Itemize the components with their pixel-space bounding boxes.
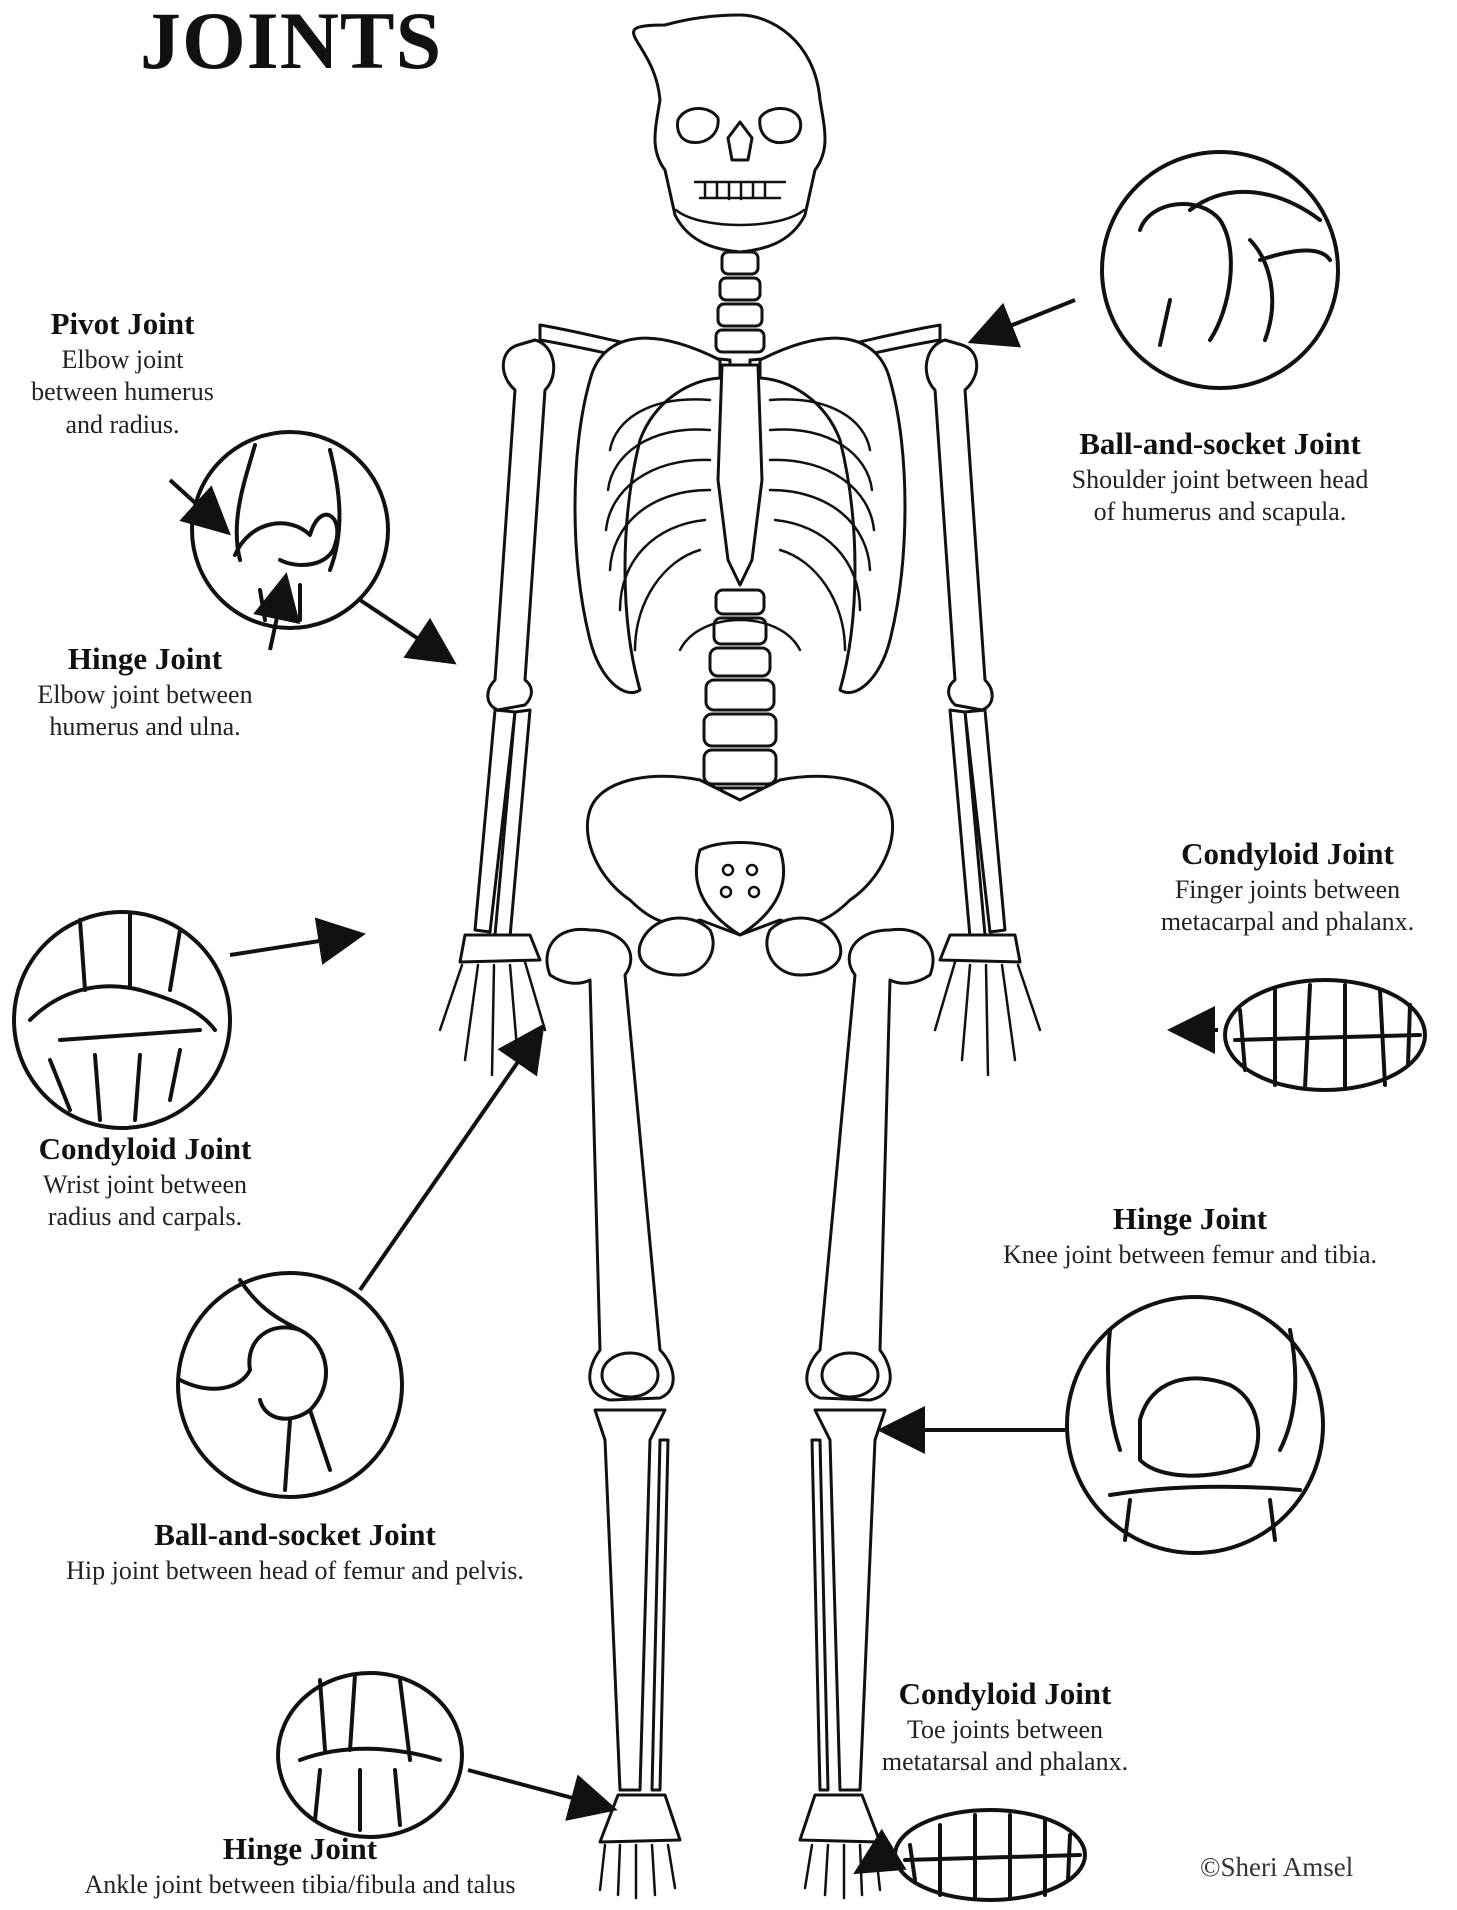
detail-wrist: [14, 912, 230, 1128]
label-title: Hinge Joint: [0, 640, 290, 679]
label-desc-1: Wrist joint between: [0, 1169, 290, 1202]
label-desc-2: metacarpal and phalanx.: [1120, 906, 1455, 939]
label-desc-2: between humerus: [0, 376, 245, 409]
label-title: Ball-and-socket Joint: [0, 1516, 590, 1555]
pelvis: [587, 776, 892, 975]
label-shoulder-ball-socket: Ball-and-socket Joint Shoulder joint bet…: [1020, 425, 1420, 529]
label-desc-1: Knee joint between femur and tibia.: [950, 1239, 1430, 1272]
label-desc-2: humerus and ulna.: [0, 711, 290, 744]
label-desc-1: Elbow joint: [0, 344, 245, 377]
label-desc-3: and radius.: [0, 409, 245, 442]
skull: [634, 15, 825, 252]
detail-elbow-pivot: [192, 432, 388, 628]
label-desc-1: Toe joints between: [840, 1714, 1170, 1747]
label-desc-1: Ankle joint between tibia/fibula and tal…: [10, 1869, 590, 1902]
label-desc-1: Finger joints between: [1120, 874, 1455, 907]
detail-hip: [178, 1273, 402, 1497]
label-desc-2: of humerus and scapula.: [1020, 496, 1420, 529]
label-desc-1: Elbow joint between: [0, 679, 290, 712]
label-title: Condyloid Joint: [1120, 835, 1455, 874]
label-finger-condyloid: Condyloid Joint Finger joints between me…: [1120, 835, 1455, 939]
skeleton: [440, 15, 1040, 1898]
detail-finger: [1225, 980, 1425, 1090]
label-desc-1: Shoulder joint between head: [1020, 464, 1420, 497]
copyright-credit: ©Sheri Amsel: [1200, 1852, 1353, 1883]
detail-toe: [895, 1810, 1085, 1900]
pointer-arrows: [170, 300, 1218, 1870]
detail-shoulder: [1102, 152, 1338, 388]
label-title: Pivot Joint: [0, 305, 245, 344]
label-desc-2: radius and carpals.: [0, 1201, 290, 1234]
label-hinge-elbow: Hinge Joint Elbow joint between humerus …: [0, 640, 290, 744]
label-toe-condyloid: Condyloid Joint Toe joints between metat…: [840, 1675, 1170, 1779]
label-title: Ball-and-socket Joint: [1020, 425, 1420, 464]
label-desc-2: metatarsal and phalanx.: [840, 1746, 1170, 1779]
label-title: Hinge Joint: [10, 1830, 590, 1869]
label-wrist-condyloid: Condyloid Joint Wrist joint between radi…: [0, 1130, 290, 1234]
label-knee-hinge: Hinge Joint Knee joint between femur and…: [950, 1200, 1430, 1271]
label-title: Hinge Joint: [950, 1200, 1430, 1239]
label-desc-1: Hip joint between head of femur and pelv…: [0, 1555, 590, 1588]
detail-ankle: [278, 1673, 462, 1837]
detail-knee: [1067, 1297, 1323, 1553]
label-hip-ball-socket: Ball-and-socket Joint Hip joint between …: [0, 1516, 590, 1587]
label-pivot-joint: Pivot Joint Elbow joint between humerus …: [0, 305, 245, 441]
page-title: JOINTS: [140, 0, 442, 88]
label-ankle-hinge: Hinge Joint Ankle joint between tibia/fi…: [10, 1830, 590, 1901]
label-title: Condyloid Joint: [0, 1130, 290, 1169]
label-title: Condyloid Joint: [840, 1675, 1170, 1714]
